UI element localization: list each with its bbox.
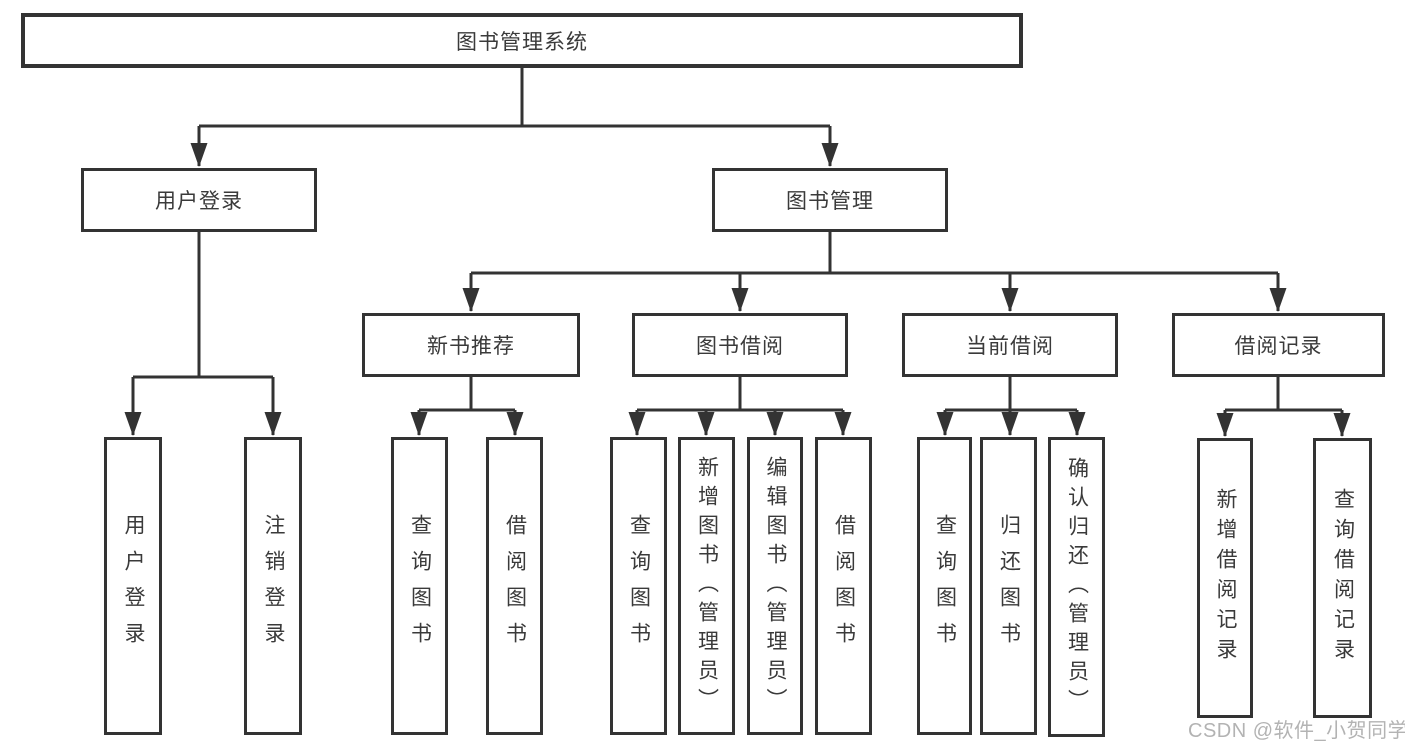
leaf-borrow-books-2: 借阅图书: [815, 437, 872, 735]
leaf-label: 查询图书: [408, 514, 432, 658]
leaf-label: 新增借阅记录: [1214, 488, 1237, 668]
leaf-label: 确认归还（管理员）: [1065, 456, 1089, 718]
leaf-query-borrow-record: 查询借阅记录: [1313, 438, 1372, 718]
csdn-watermark: CSDN @软件_小贺同学: [1188, 720, 1405, 742]
leaf-label: 注销登录: [262, 514, 285, 658]
leaf-add-books-admin: 新增图书（管理员）: [678, 437, 735, 735]
leaf-confirm-return-admin: 确认归还（管理员）: [1048, 437, 1105, 737]
node-label: 用户登录: [155, 190, 243, 213]
leaf-user-login: 用户登录: [104, 437, 162, 735]
leaf-label: 查询借阅记录: [1331, 488, 1355, 668]
leaf-label: 用户登录: [122, 514, 145, 658]
node-new-book-recommendation: 新书推荐: [362, 313, 580, 377]
leaf-borrow-books: 借阅图书: [486, 437, 543, 735]
leaf-add-borrow-record: 新增借阅记录: [1197, 438, 1253, 718]
leaf-label: 借阅图书: [503, 514, 527, 658]
leaf-label: 查询图书: [933, 514, 957, 658]
leaf-label: 借阅图书: [832, 514, 856, 658]
node-current-borrowing: 当前借阅: [902, 313, 1118, 377]
node-user-login: 用户登录: [81, 168, 317, 232]
leaf-query-books-3: 查询图书: [917, 437, 972, 735]
node-book-management: 图书管理: [712, 168, 948, 232]
node-label: 图书管理: [786, 190, 874, 213]
leaf-return-books: 归还图书: [980, 437, 1037, 735]
leaf-label: 归还图书: [997, 514, 1021, 658]
leaf-query-books-2: 查询图书: [610, 437, 667, 735]
leaf-label: 查询图书: [627, 514, 651, 658]
node-label: 图书管理系统: [456, 30, 588, 54]
node-label: 图书借阅: [696, 335, 784, 358]
leaf-label: 新增图书（管理员）: [695, 455, 719, 717]
node-label: 新书推荐: [427, 335, 515, 358]
leaf-edit-books-admin: 编辑图书（管理员）: [747, 437, 803, 735]
node-borrowing-records: 借阅记录: [1172, 313, 1385, 377]
leaf-logout: 注销登录: [244, 437, 302, 735]
node-label: 当前借阅: [966, 335, 1054, 358]
node-book-borrowing: 图书借阅: [632, 313, 848, 377]
node-label: 借阅记录: [1234, 335, 1323, 358]
leaf-label: 编辑图书（管理员）: [764, 455, 787, 717]
node-library-management-system: 图书管理系统: [21, 13, 1023, 68]
leaf-query-books: 查询图书: [391, 437, 448, 735]
